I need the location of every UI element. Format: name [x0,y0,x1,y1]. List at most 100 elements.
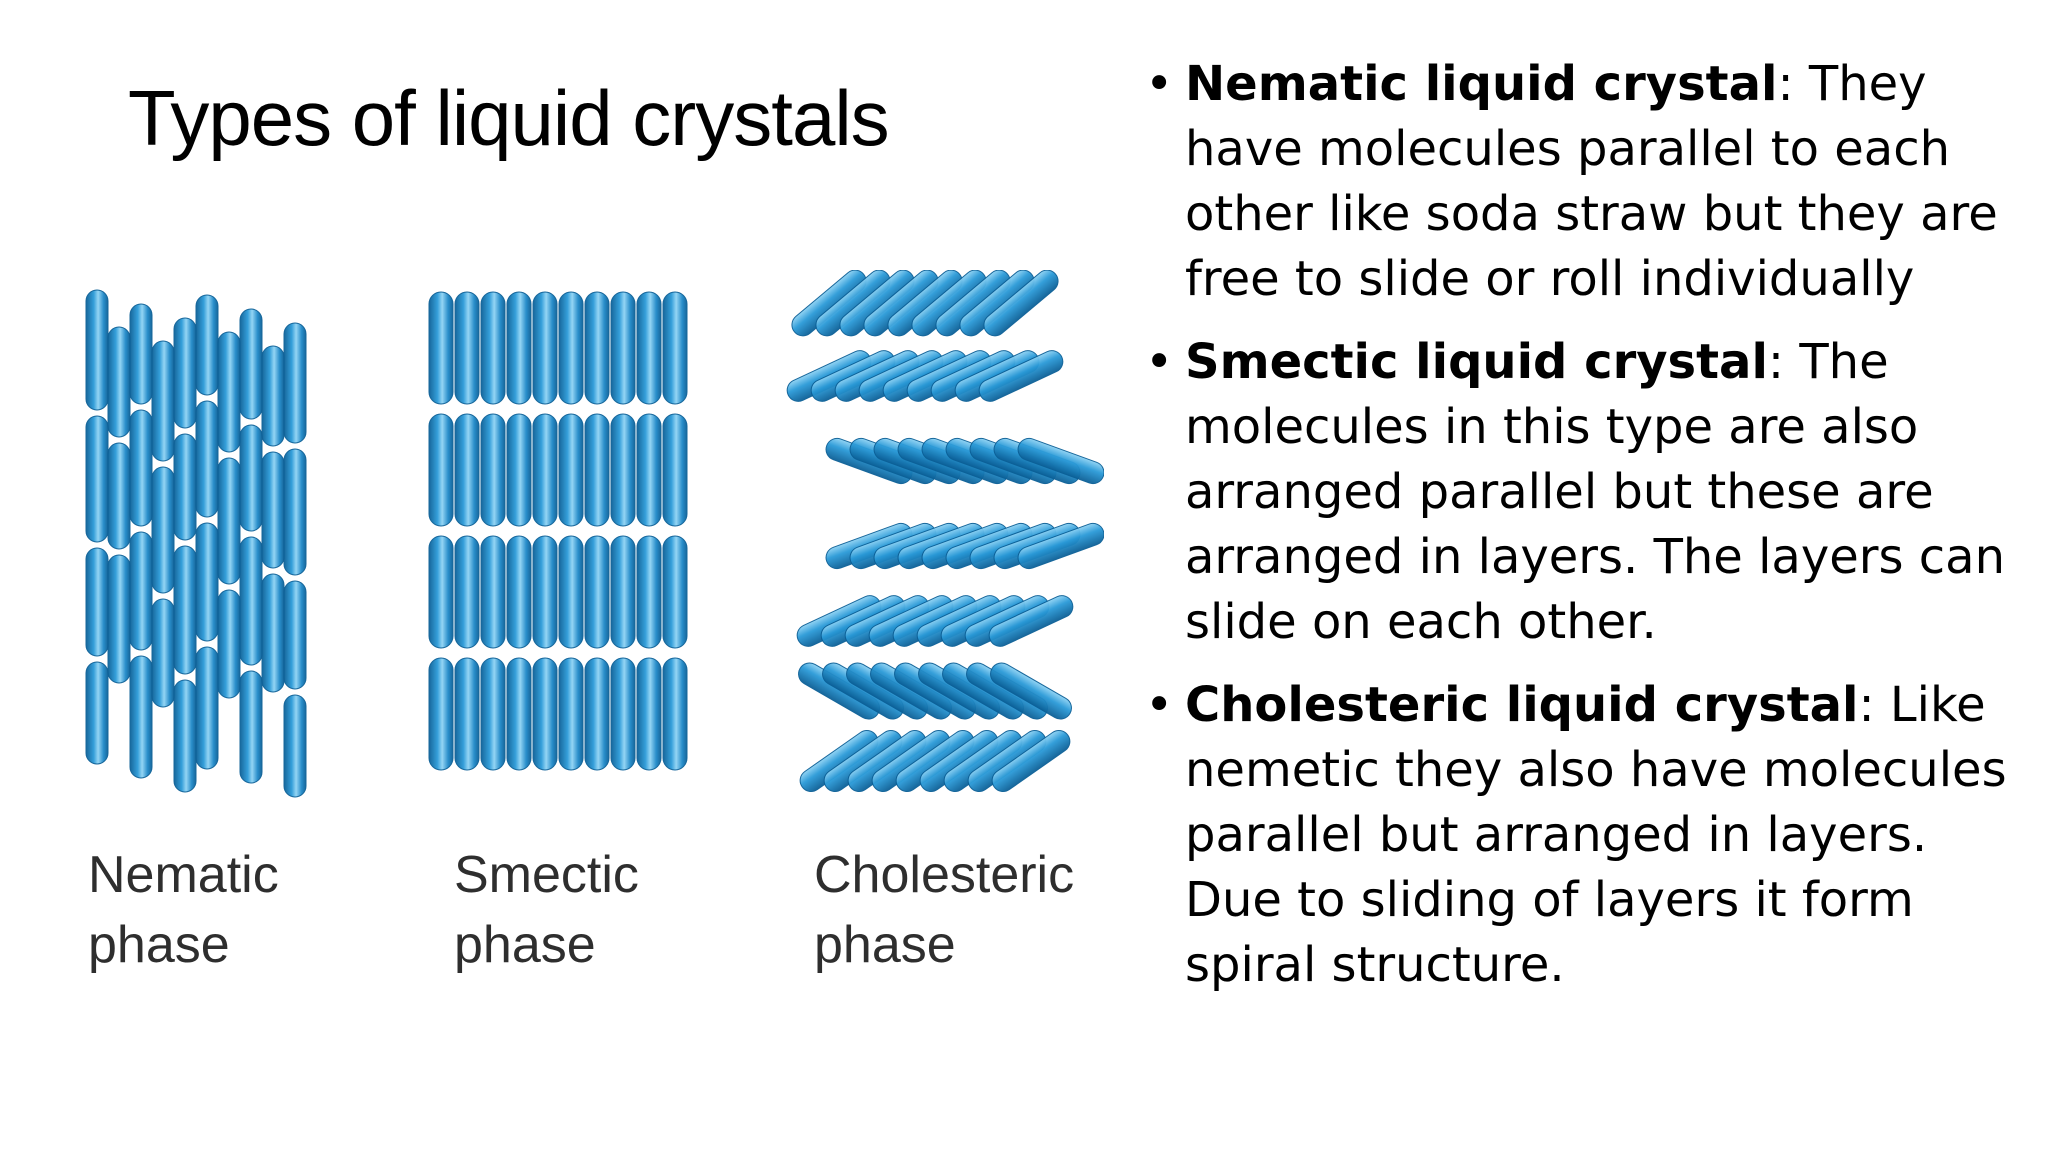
nematic-label-line1: Nematic [88,846,279,904]
molecule-rod [662,413,688,527]
phases-illustration [85,270,1104,798]
bullet-term-smectic: Smectic liquid crystal [1185,334,1768,390]
molecule-rod [990,662,1072,720]
molecule-rod [107,326,131,438]
molecule-rod [261,573,285,693]
molecule-rod [454,291,480,405]
molecule-rod [1017,437,1104,485]
molecule-rod [428,413,454,527]
cholesteric-phase-label: Cholesteric phase [814,840,1074,980]
molecule-rod [239,670,263,784]
molecule-rod [636,657,662,771]
molecule-rod [532,291,558,405]
molecule-rod [454,657,480,771]
molecule-rod [261,451,285,569]
molecule-rod [610,657,636,771]
molecule-rod [610,291,636,405]
molecule-rod [506,291,532,405]
molecule-rod [584,413,610,527]
molecule-rod [239,536,263,666]
molecule-rod [151,598,175,708]
molecule-rod [532,535,558,649]
molecule-rod [283,580,307,690]
nematic-phase-diagram [85,289,307,798]
smectic-label-line1: Smectic [454,846,639,904]
molecule-rod [129,655,153,779]
molecule-rod [261,345,285,447]
molecule-rod [558,657,584,771]
molecule-rod [636,413,662,527]
bullet-text-smectic: : The molecules in this type are also ar… [1185,334,2006,650]
molecule-rod [239,424,263,532]
molecule-rod [1017,522,1104,570]
smectic-phase-label: Smectic phase [454,840,639,980]
molecule-rod [610,535,636,649]
molecule-rod [428,535,454,649]
molecule-rod [428,657,454,771]
molecule-rod [662,291,688,405]
molecule-rod [584,291,610,405]
molecule-rod [173,433,197,541]
smectic-label-line2: phase [454,916,596,974]
smectic-phase-diagram [428,291,688,771]
molecule-rod [584,657,610,771]
description-bullet-list: • Nematic liquid crystal: They have mole… [1145,52,2025,1016]
molecule-rod [217,457,241,585]
molecule-rod [173,679,197,793]
molecule-rod [107,442,131,550]
molecule-rod [978,350,1064,402]
molecule-rod [195,646,219,770]
molecule-rod [85,547,109,657]
molecule-rod [239,308,263,420]
nematic-label-line2: phase [88,916,230,974]
molecule-rod [195,400,219,518]
molecule-rod [636,291,662,405]
nematic-phase-label: Nematic phase [88,840,279,980]
molecule-rod [991,729,1071,793]
molecule-rod [532,413,558,527]
molecule-rod [988,595,1074,647]
molecule-rod [85,661,109,765]
bullet-cholesteric: • Cholesteric liquid crystal: Like nemet… [1145,673,2025,998]
molecule-rod [532,657,558,771]
molecule-rod [217,331,241,453]
bullet-nematic: • Nematic liquid crystal: They have mole… [1145,52,2025,312]
molecule-rod [173,317,197,429]
molecule-rod [129,409,153,527]
bullet-text-cholesteric: : Like nemetic they also have molecules … [1185,677,2007,993]
bullet-term-nematic: Nematic liquid crystal [1185,56,1778,112]
molecule-rod [151,466,175,594]
molecule-rod [283,322,307,444]
molecule-rod [480,413,506,527]
cholesteric-label-line1: Cholesteric [814,846,1075,904]
molecule-rod [129,303,153,405]
molecule-rod [454,413,480,527]
molecule-rod [107,554,131,684]
slide-title: Types of liquid crystals [128,74,890,162]
bullet-smectic: • Smectic liquid crystal: The molecules … [1145,330,2025,655]
molecule-rod [662,657,688,771]
molecule-rod [610,413,636,527]
molecule-rod [85,289,109,411]
molecule-rod [454,535,480,649]
molecule-rod [506,657,532,771]
cholesteric-label-line2: phase [814,916,956,974]
molecule-rod [151,340,175,462]
molecule-rod [480,291,506,405]
molecule-rod [195,522,219,642]
bullet-text-nematic: : They have molecules parallel to each o… [1185,56,1998,307]
molecule-rod [283,694,307,798]
molecule-rod [983,270,1059,337]
molecule-rod [506,413,532,527]
molecule-rod [558,535,584,649]
molecule-rod [662,535,688,649]
molecule-rod [217,589,241,699]
molecule-rod [584,535,610,649]
molecule-rod [283,448,307,576]
bullet-term-cholesteric: Cholesteric liquid crystal [1185,677,1859,733]
bullet-marker: • [1145,677,1174,733]
cholesteric-phase-diagram [786,270,1104,793]
liquid-crystal-phases-figure: Nematic phase Smectic phase Cholesteric … [64,270,1104,990]
molecule-rod [428,291,454,405]
molecule-rod [480,535,506,649]
